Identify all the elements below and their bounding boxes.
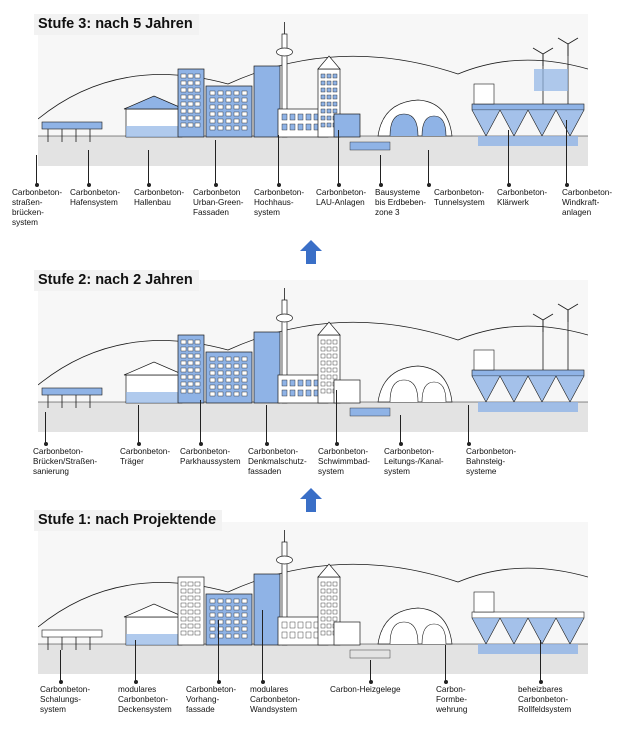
- label-tunnelsystem: Carbonbeton- Tunnelsystem: [434, 188, 485, 207]
- up-arrow-icon: [300, 240, 322, 264]
- label-windkraft: Carbonbeton- Windkraft- anlagen: [562, 188, 613, 217]
- label-deckensystem: modulares Carbonbeton- Deckensystem: [118, 685, 172, 714]
- up-arrow-icon: [300, 488, 322, 512]
- label-hallenbau: Carbonbeton- Hallenbau: [134, 188, 185, 207]
- city-illustration: [38, 522, 588, 674]
- city-illustration: [38, 14, 588, 166]
- label-leitungs-kanal: Carbonbeton- Leitungs-/Kanal- system: [384, 447, 444, 476]
- label-rollfeld: beheizbares Carbonbeton- Rollfeldsystem: [518, 685, 572, 714]
- label-vorhangfassade: Carbonbeton- Vorhang- fassade: [186, 685, 237, 714]
- city-illustration: [38, 280, 588, 432]
- label-urban-green: Carbonbeton Urban-Green- Fassaden: [193, 188, 244, 217]
- label-bruecken-sanierung: Carbonbeton- Brücken/Straßen- sanierung: [33, 447, 98, 476]
- stage-2: Stufe 2: nach 2 Jahren Carbonbeton- Brüc…: [33, 270, 588, 476]
- label-denkmalschutz: Carbonbeton- Denkmalschutz- fassaden: [248, 447, 307, 476]
- label-heizgelege: Carbon-Heizgelege: [330, 685, 401, 694]
- label-bahnsteig: Carbonbeton- Bahnsteig- systeme: [466, 447, 517, 476]
- label-formbewehrung: Carbon- Formbe- wehrung: [436, 685, 468, 714]
- stage-title: Stufe 1: nach Projektende: [34, 510, 223, 531]
- label-schwimmbad: Carbonbeton- Schwimmbad- system: [318, 447, 370, 476]
- label-strassenbruecken: Carbonbeton- straßen- brücken- system: [12, 188, 63, 227]
- label-parkhaus: Carbonbeton- Parkhaussystem: [180, 447, 241, 466]
- label-klaerwerk: Carbonbeton- Klärwerk: [497, 188, 548, 207]
- label-lau-anlagen: Carbonbeton- LAU-Anlagen: [316, 188, 367, 207]
- label-wandsystem: modulares Carbonbeton- Wandsystem: [250, 685, 301, 714]
- stage-title: Stufe 3: nach 5 Jahren: [34, 14, 199, 35]
- label-schalungssystem: Carbonbeton- Schalungs- system: [40, 685, 91, 714]
- label-erdbeben: Bausysteme bis Erdbeben- zone 3: [375, 188, 426, 217]
- label-traeger: Carbonbeton- Träger: [120, 447, 171, 466]
- label-hochhaus: Carbonbeton- Hochhaus- system: [254, 188, 305, 217]
- stage-3: Stufe 3: nach 5 Jahren Carbonbeton- stra…: [0, 0, 620, 236]
- stage-title: Stufe 2: nach 2 Jahren: [34, 270, 199, 291]
- label-hafensystem: Carbonbeton- Hafensystem: [70, 188, 121, 207]
